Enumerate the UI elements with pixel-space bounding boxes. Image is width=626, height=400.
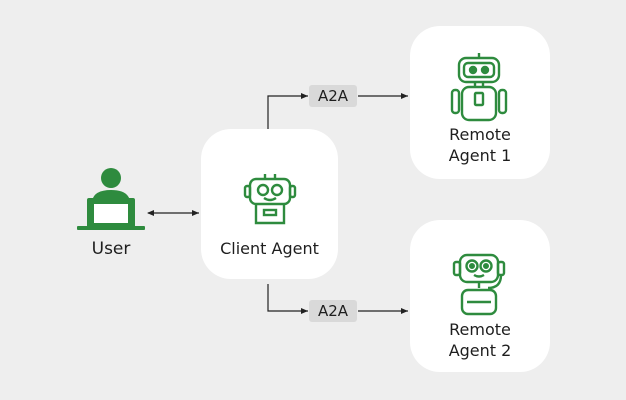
user-laptop-icon — [77, 168, 145, 230]
client-remote1-connector-a — [267, 93, 308, 129]
client-agent-label: Client Agent — [220, 239, 319, 258]
remote-agent-1-label-line2: Agent 1 — [448, 146, 512, 165]
user-label: User — [91, 239, 131, 259]
robot-icon — [450, 53, 508, 122]
robot-headset-icon — [452, 253, 506, 316]
remote-agent-1-label: Remote Agent 1 — [410, 124, 550, 166]
client-remote2-connector-a — [267, 284, 308, 314]
a2a-tag-remote2: A2A — [309, 300, 357, 322]
remote-agent-2-card — [410, 220, 550, 372]
a2a-tag-remote1: A2A — [309, 85, 357, 107]
remote-agent-1-card — [410, 26, 550, 179]
remote-agent-2-label-line1: Remote — [449, 320, 511, 339]
remote-agent-1-label-line1: Remote — [449, 125, 511, 144]
remote-agent-2-label: Remote Agent 2 — [410, 319, 550, 361]
robot-icon — [243, 174, 297, 225]
remote-agent-2-label-line2: Agent 2 — [448, 341, 512, 360]
